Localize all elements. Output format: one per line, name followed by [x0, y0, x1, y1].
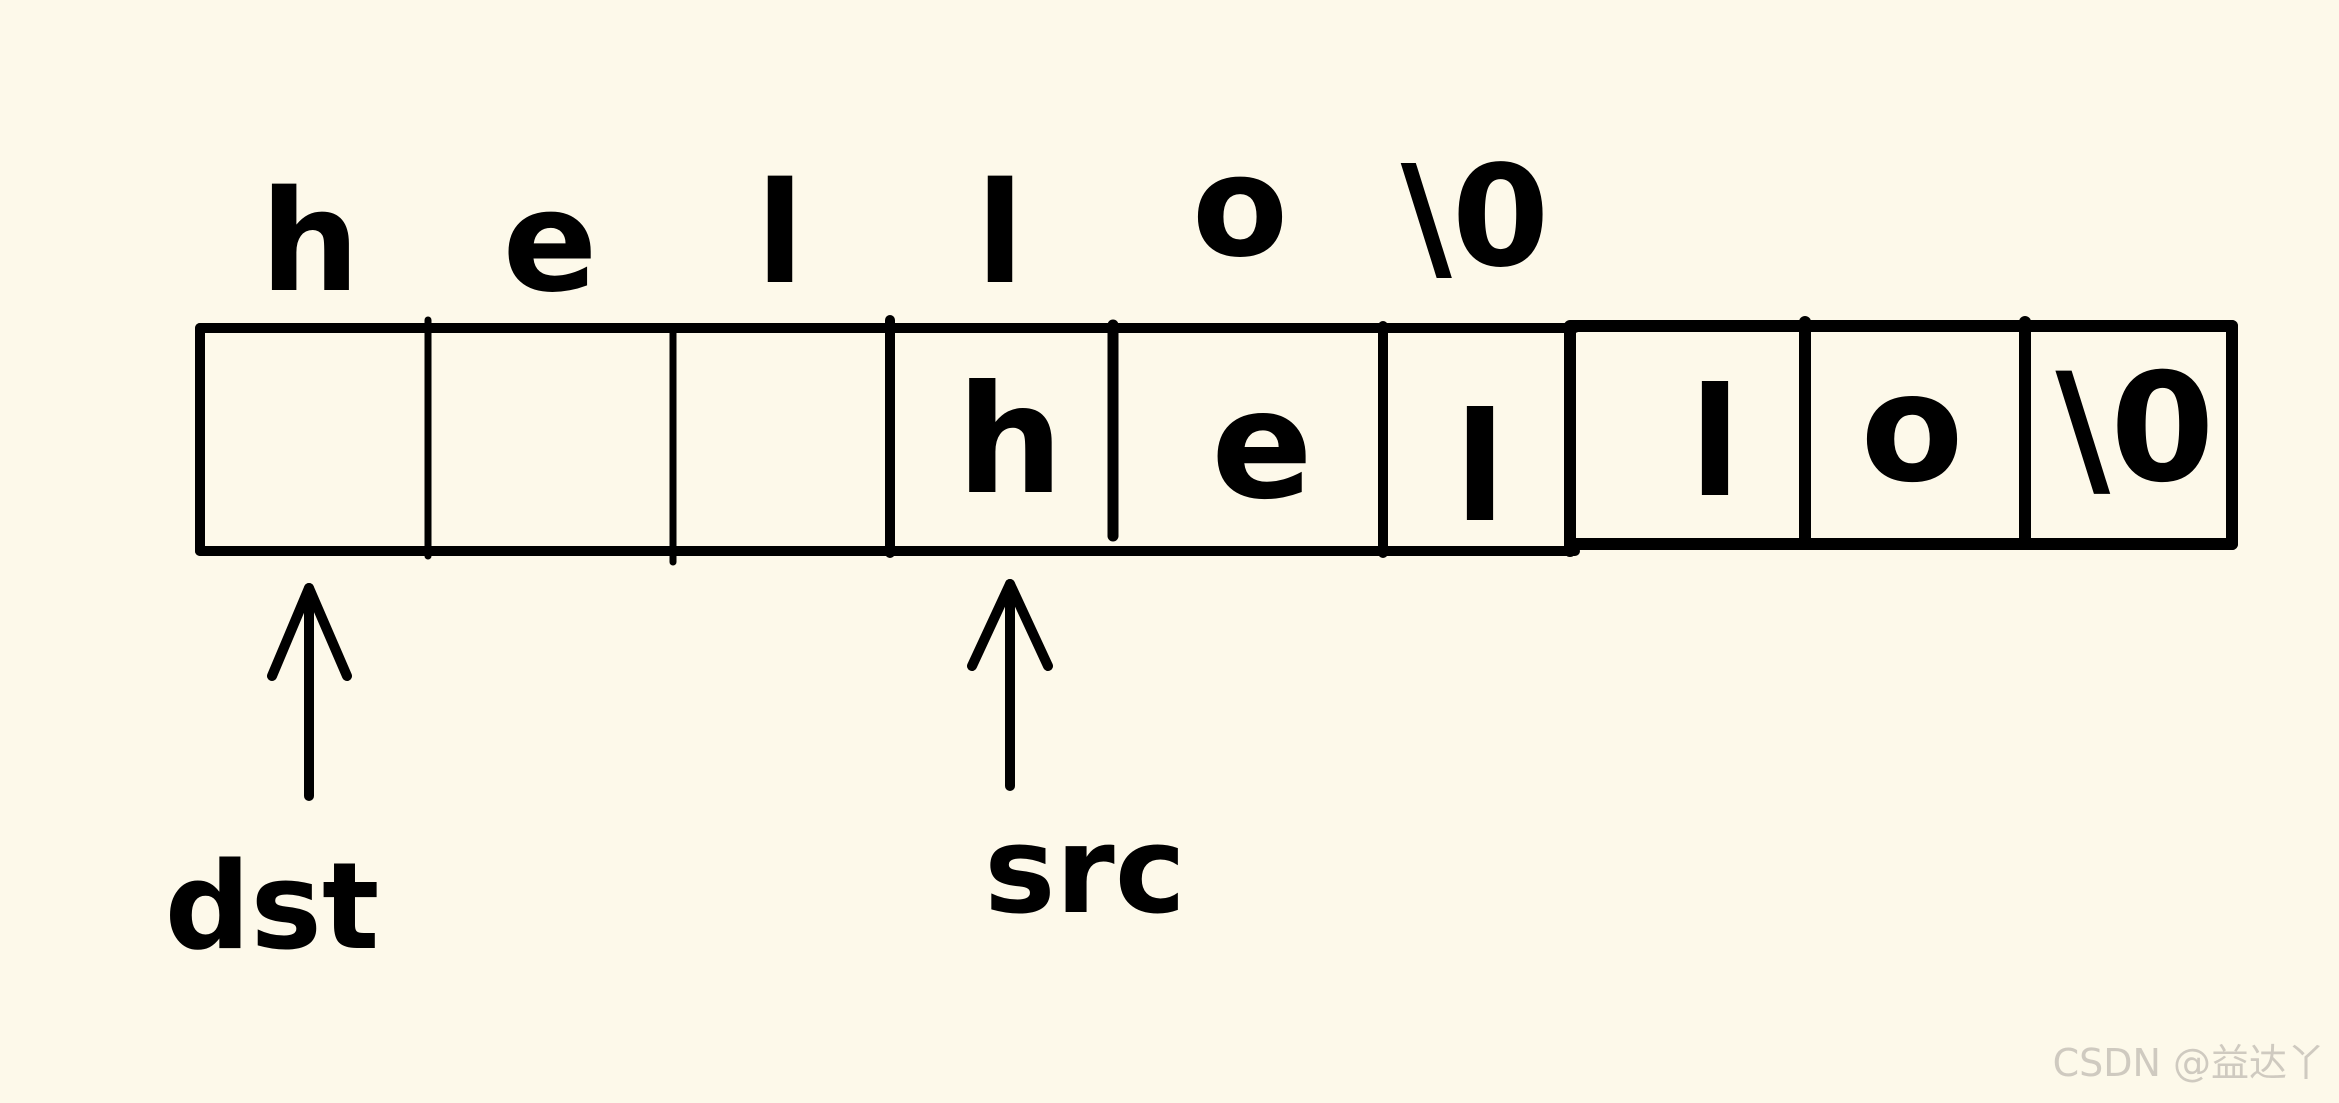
array-cell-char: l [1689, 357, 1740, 531]
array-cell-char: e [1211, 359, 1313, 533]
top-string: h e l l o \0 [260, 126, 1549, 324]
dst-arrow-head [267, 583, 352, 681]
top-char: o [1192, 126, 1288, 289]
array-cell-char: l [1454, 382, 1505, 556]
array-cell-char: \0 [2055, 342, 2214, 516]
src-label: src [984, 802, 1186, 941]
array-cells: h e l l o \0 [957, 342, 2215, 556]
array [195, 315, 2238, 566]
top-char: \0 [1401, 136, 1550, 299]
top-char: l [976, 153, 1024, 316]
top-char: l [756, 153, 804, 316]
dst-pointer [267, 583, 352, 801]
top-char: e [503, 161, 598, 324]
src-arrow-head [967, 579, 1053, 671]
array-cell-char: o [1860, 342, 1963, 516]
array-cell-char: h [957, 354, 1064, 528]
top-char: h [260, 161, 360, 324]
dst-label: dst [165, 838, 380, 977]
watermark: CSDN @益达丫 [2052, 1041, 2325, 1085]
src-pointer [967, 579, 1053, 791]
